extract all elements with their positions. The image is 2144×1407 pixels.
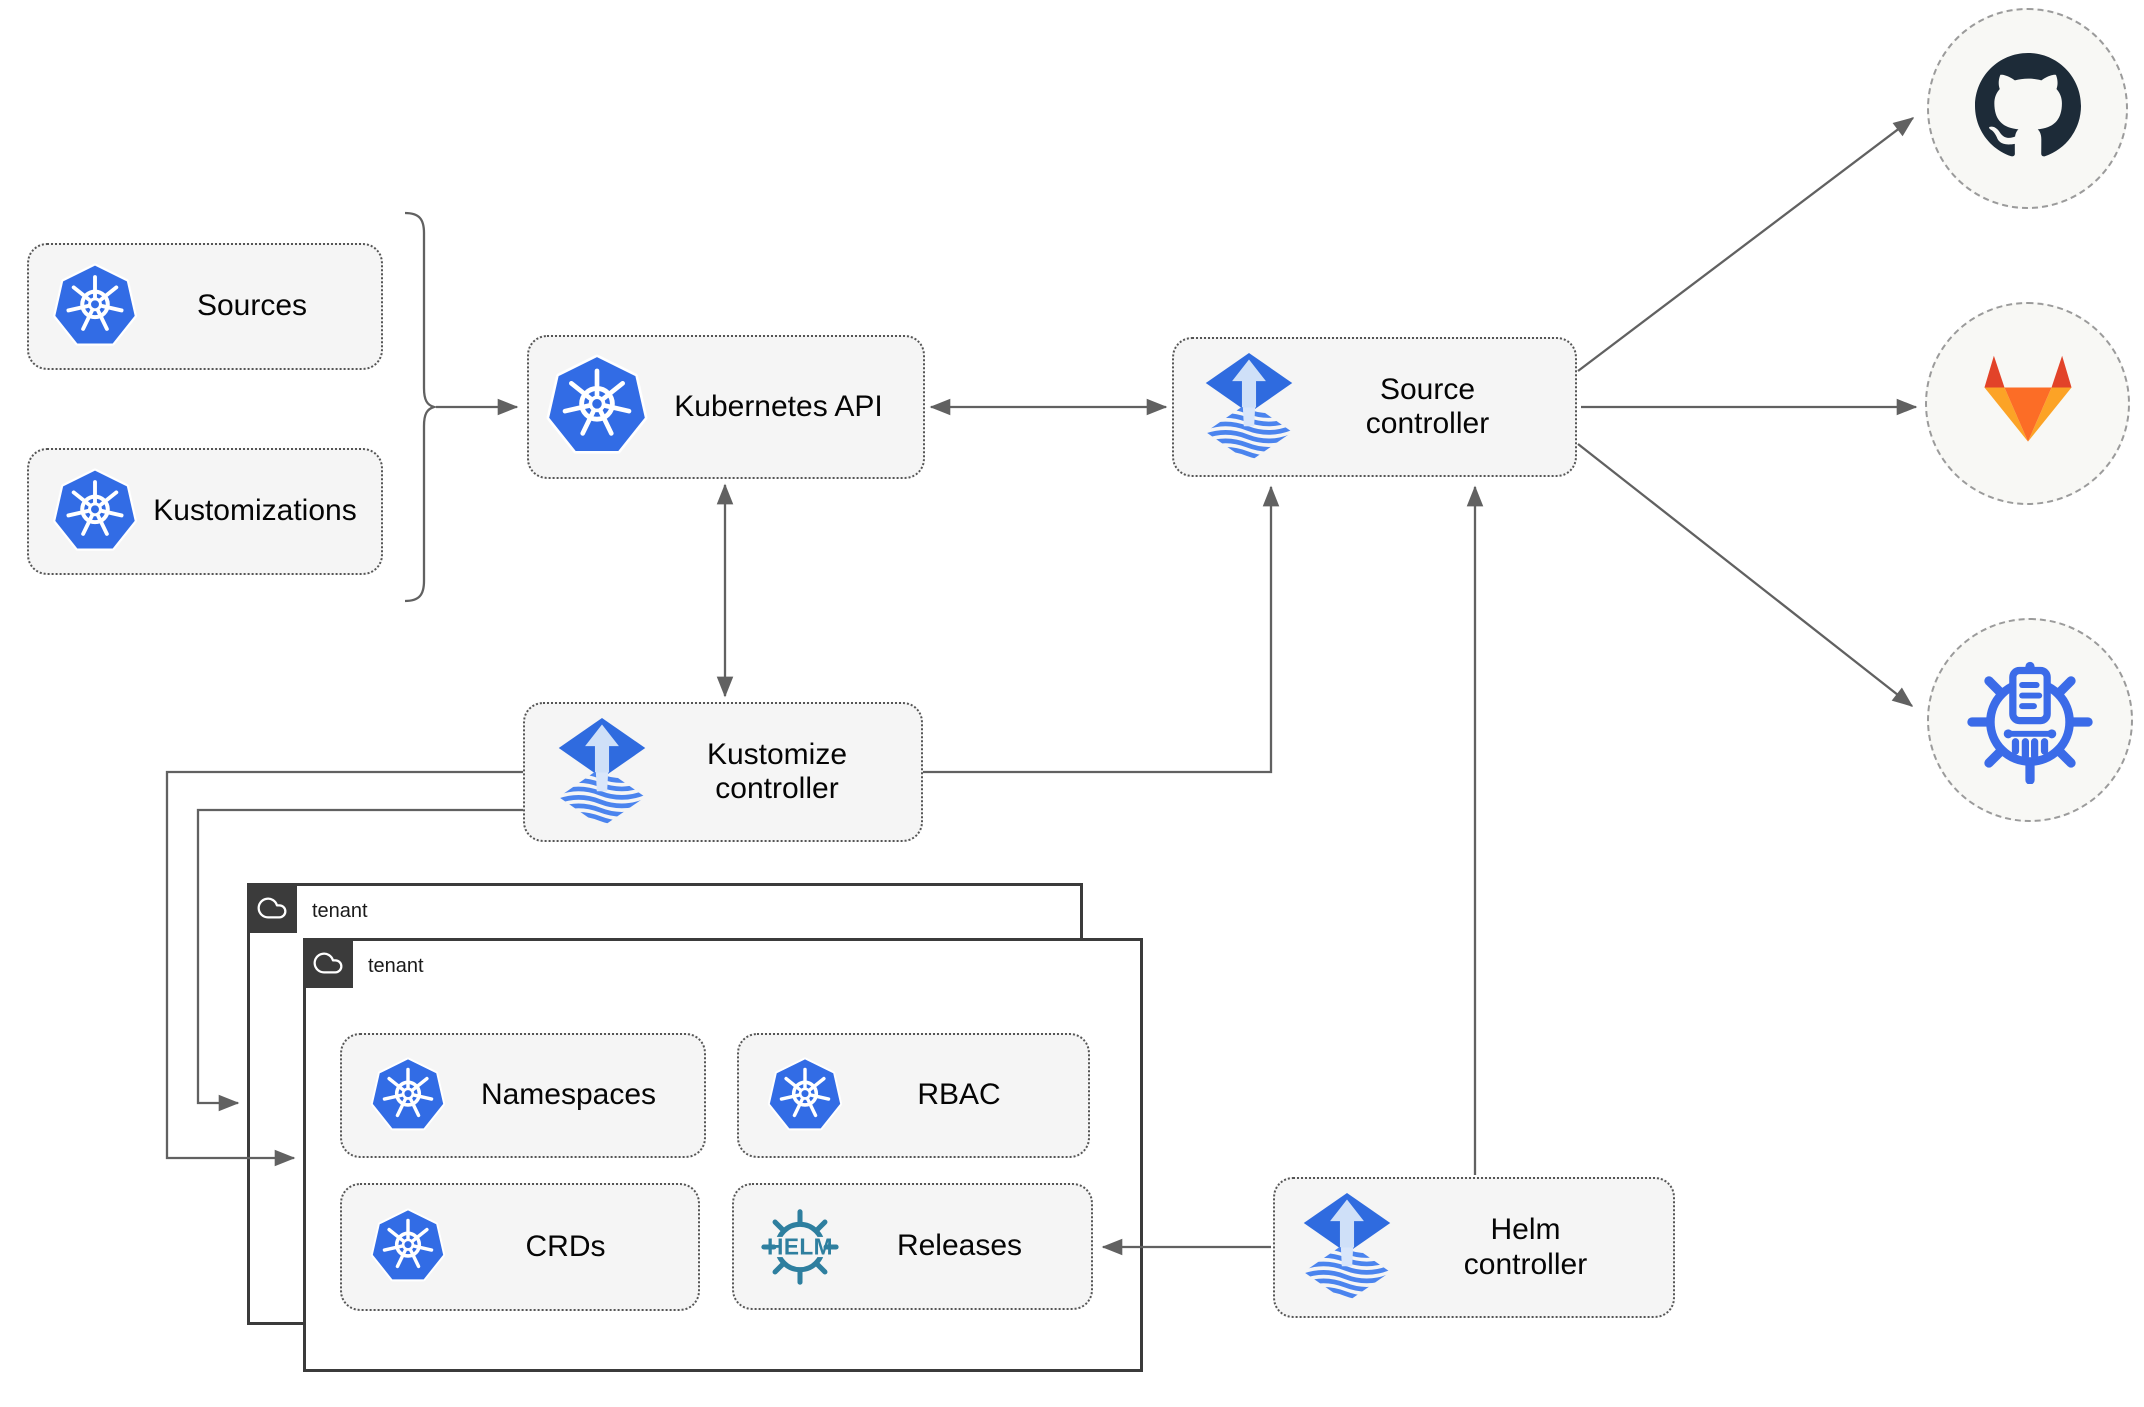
crds-node: CRDs <box>340 1183 700 1311</box>
helm-controller-label: Helm controller <box>1463 1213 1588 1281</box>
helm-icon <box>758 1205 842 1289</box>
kubernetes-icon <box>766 1056 844 1135</box>
kubernetes-icon <box>51 468 139 556</box>
gitlab-icon <box>1969 351 2087 456</box>
kubernetes-icon <box>369 1056 447 1135</box>
edge-kustomize-source <box>923 485 1280 774</box>
github-endpoint <box>1927 8 2128 209</box>
kubernetes-icon <box>544 354 650 460</box>
crds-label: CRDs <box>525 1229 606 1263</box>
namespaces-label: Namespaces <box>480 1078 657 1112</box>
releases-node: Releases <box>732 1183 1093 1310</box>
flux-icon <box>1300 1191 1394 1304</box>
brace <box>404 211 439 603</box>
kustomizations-node: Kustomizations <box>27 448 383 575</box>
flux-icon <box>1202 351 1296 464</box>
cloud-icon <box>303 938 353 988</box>
flux-icon <box>555 716 649 829</box>
kubernetes-icon <box>369 1208 447 1286</box>
kubernetes-icon <box>51 263 139 351</box>
releases-label: Releases <box>896 1229 1023 1263</box>
kustomize-controller-node: Kustomize controller <box>523 702 923 842</box>
sources-label: Sources <box>196 289 308 323</box>
github-icon <box>1974 53 2081 164</box>
chartmuseum-endpoint <box>1927 618 2133 822</box>
helm-controller-node: Helm controller <box>1273 1177 1675 1318</box>
sources-node: Sources <box>27 243 383 370</box>
cloud-icon <box>247 883 297 933</box>
source-controller-node: Source controller <box>1172 337 1577 477</box>
source-controller-label: Source controller <box>1365 372 1490 441</box>
kustomizations-label: Kustomizations <box>153 494 357 528</box>
kustomize-controller-label: Kustomize controller <box>706 737 848 806</box>
kubernetes-api-node: Kubernetes API <box>527 335 925 479</box>
rbac-node: RBAC <box>737 1033 1090 1158</box>
edge-source-chartmuseum <box>1577 443 1914 707</box>
chartmuseum-icon <box>1964 652 2096 789</box>
gitlab-endpoint <box>1925 302 2130 505</box>
rbac-label: RBAC <box>917 1078 1001 1112</box>
tenant-inner-label: tenant <box>368 955 424 977</box>
namespaces-node: Namespaces <box>340 1033 706 1158</box>
tenant-outer-label: tenant <box>312 900 368 922</box>
edge-source-github <box>1577 117 1915 372</box>
kubernetes-api-label: Kubernetes API <box>674 389 883 423</box>
